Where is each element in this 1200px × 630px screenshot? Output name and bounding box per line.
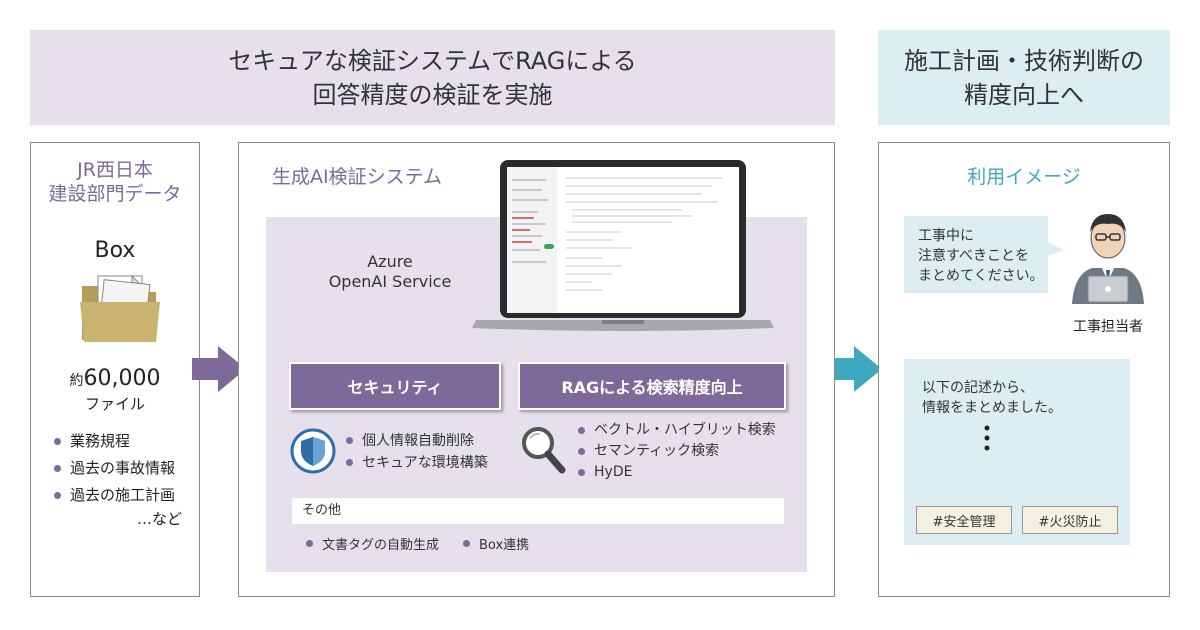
azure-line1: Azure: [367, 252, 413, 271]
ai-system-title: 生成AI検証システム: [272, 166, 443, 188]
list-item: HyDE: [576, 462, 776, 483]
rag-item-list: ベクトル・ハイブリット検索 セマンティック検索 HyDE: [576, 420, 776, 483]
answer-text: 以下の記述から、 情報をまとめました。: [922, 378, 1062, 418]
answer-line1: 以下の記述から、: [922, 380, 1034, 396]
right-arrow-icon: [192, 346, 246, 392]
count-unit: ファイル: [84, 395, 145, 413]
left-banner: セキュアな検証システムでRAGによる 回答精度の検証を実施: [30, 30, 835, 125]
magnifier-icon: [522, 427, 566, 474]
box-label: Box: [94, 238, 136, 263]
list-item: セキュアな環境構築: [344, 452, 488, 474]
question-line1: 工事中に: [918, 228, 974, 244]
list-item: 過去の施工計画: [52, 482, 175, 509]
speech-bubble: [904, 216, 1064, 293]
laptop-screen-image: [472, 160, 774, 331]
person-label: 工事担当者: [1073, 319, 1143, 335]
other-item-label: Box連携: [479, 538, 530, 553]
tag-safety: #安全管理: [916, 506, 1012, 534]
tag-fire-prevention: #火災防止: [1022, 506, 1118, 534]
source-title-line1: JR西日本: [77, 159, 153, 181]
question-line2: 注意すべきことを: [918, 248, 1030, 264]
list-item: 過去の事故情報: [52, 455, 175, 482]
ellipsis-icon: [984, 425, 990, 451]
count-prefix: 約: [69, 373, 84, 389]
question-line3: まとめてください。: [918, 268, 1044, 284]
other-item-label: 文書タグの自動生成: [322, 538, 440, 553]
source-item-list: 業務規程 過去の事故情報 過去の施工計画: [52, 428, 175, 509]
list-item: 業務規程: [52, 428, 175, 455]
source-title-line2: 建設部門データ: [48, 183, 182, 205]
azure-openai-label: Azure OpenAI Service: [300, 252, 480, 292]
file-count: 約60,000: [30, 366, 200, 391]
left-banner-line2: 回答精度の検証を実施: [312, 80, 553, 109]
count-value: 60,000: [83, 366, 161, 391]
worker-avatar-icon: [1072, 214, 1144, 304]
azure-line2: OpenAI Service: [328, 272, 452, 291]
list-item: 文書タグの自動生成: [304, 534, 439, 553]
right-arrow-icon-teal: [828, 346, 882, 392]
right-banner: 施工計画・技術判断の 精度向上へ: [878, 30, 1170, 125]
security-item-list: 個人情報自動削除 セキュアな環境構築: [344, 430, 488, 474]
other-item-list: 文書タグの自動生成 Box連携: [304, 534, 529, 553]
more-note: …など: [136, 510, 182, 528]
list-item: Box連携: [461, 534, 529, 553]
question-text: 工事中に 注意すべきことを まとめてください。: [918, 226, 1044, 286]
rag-feature-box: RAGによる検索精度向上: [518, 362, 786, 410]
other-label-bar: その他: [292, 498, 784, 524]
source-data-panel: [30, 142, 200, 597]
list-item: 個人情報自動削除: [344, 430, 488, 452]
answer-line2: 情報をまとめました。: [922, 400, 1062, 416]
list-item: セマンティック検索: [576, 441, 776, 462]
usage-image-title: 利用イメージ: [967, 166, 1081, 188]
source-data-title: JR西日本 建設部門データ: [30, 158, 200, 206]
list-item: ベクトル・ハイブリット検索: [576, 420, 776, 441]
folder-icon: [80, 274, 160, 342]
security-feature-box: セキュリティ: [289, 362, 501, 410]
right-banner-line2: 精度向上へ: [964, 80, 1084, 109]
left-banner-line1: セキュアな検証システムでRAGによる: [228, 46, 637, 75]
right-banner-line1: 施工計画・技術判断の: [904, 46, 1144, 75]
shield-icon: [290, 428, 336, 474]
